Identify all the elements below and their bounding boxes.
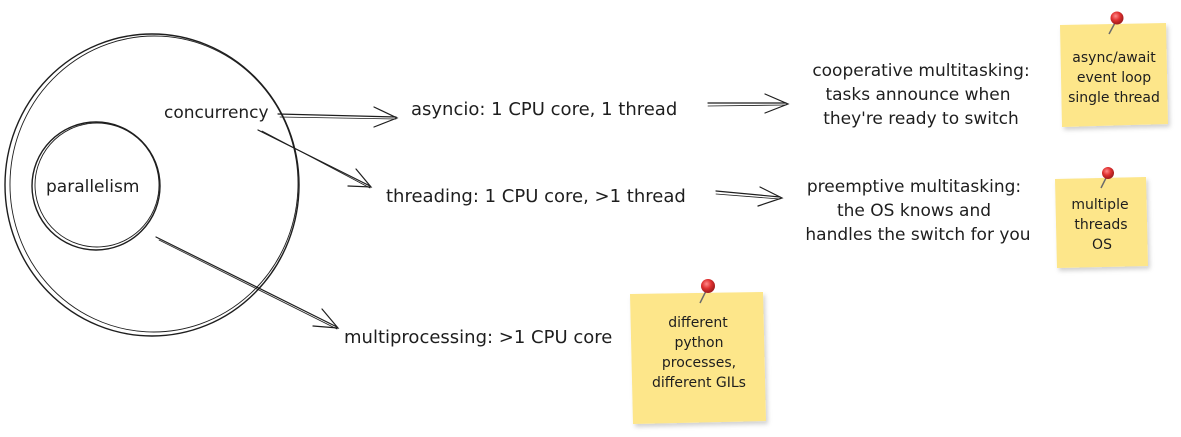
parallelism-circle bbox=[31, 121, 161, 251]
note-line: multiple bbox=[1071, 197, 1128, 213]
asyncio-description-line: they're ready to switch bbox=[823, 109, 1019, 129]
pin-icon bbox=[1108, 11, 1124, 35]
threading-description-line: preemptive multitasking: bbox=[807, 177, 1021, 197]
pin-icon bbox=[1100, 167, 1114, 189]
threading-label: threading: 1 CPU core, >1 thread bbox=[386, 186, 686, 207]
arrows bbox=[155, 93, 790, 330]
threading-description-line: handles the switch for you bbox=[805, 225, 1030, 245]
arrow-concurrency-to-asyncio bbox=[277, 106, 399, 128]
concurrency-circle bbox=[4, 33, 300, 337]
sticky-note-multiprocessing: different python processes, different GI… bbox=[630, 279, 766, 424]
arrow-concurrency-to-threading bbox=[257, 129, 373, 189]
note-line: async/await bbox=[1072, 50, 1156, 66]
threading-description-line: the OS knows and bbox=[837, 201, 991, 221]
concurrency-label: concurrency bbox=[164, 103, 269, 123]
note-line: different bbox=[668, 315, 728, 331]
arrow-threading-to-description bbox=[715, 186, 784, 207]
arrow-asyncio-to-description bbox=[707, 93, 790, 114]
note-line: threads bbox=[1074, 217, 1127, 233]
parallelism-label: parallelism bbox=[46, 177, 139, 197]
note-line: processes, bbox=[662, 355, 736, 371]
sticky-note-threading: multiple threads OS bbox=[1055, 167, 1148, 268]
arrow-parallelism-to-multiprocessing bbox=[155, 236, 340, 330]
asyncio-description: cooperative multitasking: tasks announce… bbox=[812, 61, 1029, 129]
note-line: different GILs bbox=[652, 375, 746, 391]
note-line: event loop bbox=[1077, 70, 1151, 86]
note-line: python bbox=[675, 335, 724, 351]
note-line: single thread bbox=[1068, 90, 1160, 106]
pin-icon bbox=[699, 279, 715, 304]
note-line: OS bbox=[1092, 237, 1112, 253]
threading-description: preemptive multitasking: the OS knows an… bbox=[805, 177, 1030, 245]
asyncio-label: asyncio: 1 CPU core, 1 thread bbox=[411, 99, 677, 120]
asyncio-description-line: tasks announce when bbox=[825, 85, 1010, 105]
asyncio-description-line: cooperative multitasking: bbox=[812, 61, 1029, 81]
multiprocessing-label: multiprocessing: >1 CPU core bbox=[344, 327, 612, 348]
sticky-note-asyncio: async/await event loop single thread bbox=[1060, 11, 1168, 127]
